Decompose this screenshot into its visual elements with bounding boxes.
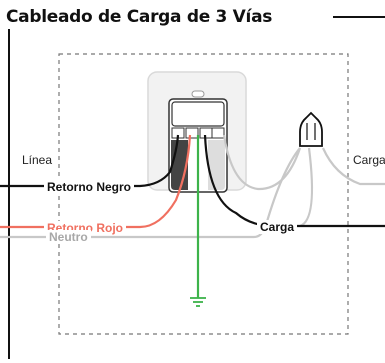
switch-screw-hole [191, 90, 205, 98]
switch-box-outline [58, 53, 349, 335]
black-traveler-wire [0, 134, 180, 188]
switch-lower-light [208, 140, 225, 190]
switch-to-bulb-gray-wire [222, 134, 302, 191]
line-label: Línea [22, 153, 53, 167]
load-label-right: Carga [353, 153, 385, 167]
diagram-title: Cableado de Carga de 3 Vías [6, 7, 273, 27]
red-traveler-wire [0, 134, 192, 229]
ground-symbol-icon [190, 297, 206, 307]
light-bulb-icon [299, 111, 323, 147]
terminal-4 [211, 127, 225, 139]
terminal-2 [185, 127, 199, 139]
load-label-center: Carga [257, 220, 298, 234]
neutral-label: Neutro [46, 230, 91, 244]
switch-top-panel [171, 101, 225, 127]
load-right-wire [321, 147, 385, 186]
bulb-to-load-gray-wire [299, 147, 314, 228]
black-traveler-label: Retorno Negro [44, 180, 134, 194]
